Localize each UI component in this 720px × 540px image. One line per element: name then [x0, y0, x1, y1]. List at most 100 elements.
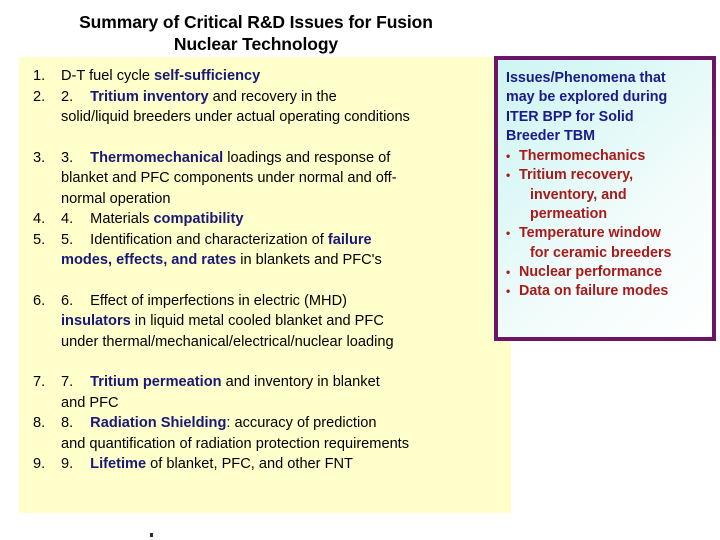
list-gap	[19, 128, 519, 148]
list-item-inner-number: 5.	[61, 231, 74, 248]
list-item: 7. 7. Tritium permeation and inventory in…	[19, 372, 519, 393]
tbm-bullet-item: • Thermomechanics	[506, 147, 706, 166]
list-item-text: 7. Tritium permeation and inventory in bl…	[61, 372, 519, 393]
tbm-bullet-item: • Temperature window for ceramic breeder…	[506, 224, 706, 263]
list-item-lead: Effect of imperfections in electric (MHD…	[90, 292, 347, 309]
list-item-tail: in liquid metal cooled blanket and PFC	[130, 313, 384, 329]
bullet-dot-icon: •	[506, 284, 511, 299]
tbm-bullet-label-line-2: inventory, and	[530, 186, 627, 203]
list-item-keyword: Tritium permeation	[90, 374, 222, 390]
list-item-text: blanket and PFC components under normal …	[61, 170, 397, 186]
list-item-continuation: solid/liquid breeders under actual opera…	[19, 107, 519, 128]
page-title-line-1: Summary of Critical R&D Issues for Fusio…	[79, 12, 433, 32]
list-item-keyword: Tritium inventory	[90, 88, 209, 105]
cut-off-text-artifact	[150, 533, 153, 537]
tbm-heading-line-2: may be explored during	[506, 89, 668, 106]
list-item: 9. 9. Lifetime of blanket, PFC, and other…	[19, 454, 519, 475]
list-item: 2. 2. Tritium inventory and recovery in t…	[19, 87, 519, 108]
list-item-text: and PFC	[61, 394, 119, 411]
list-item-keyword: insulators	[61, 313, 131, 329]
bullet-dot-icon: •	[506, 149, 511, 164]
tbm-bullet-label: Data on failure modes	[519, 283, 669, 300]
page-title: Summary of Critical R&D Issues for Fusio…	[36, 11, 476, 55]
list-item-inner-number: 7.	[61, 374, 74, 390]
list-item-tail: loadings and response of	[223, 149, 391, 166]
list-item-keyword: modes, effects, and rates	[61, 252, 237, 268]
list-item-inner-number: 4.	[61, 211, 74, 227]
list-gap	[19, 352, 519, 372]
list-item: 4. 4.Materials compatibility	[19, 209, 519, 230]
list-item-number: 9.	[33, 456, 46, 472]
list-gap	[19, 271, 519, 291]
tbm-bullet-item: • Tritium recovery, inventory, and perme…	[506, 166, 706, 224]
list-item-text: D-T fuel cycle self-sufficiency	[61, 66, 519, 87]
list-item: 8. 8. Radiation Shielding: accuracy of pr…	[19, 413, 519, 434]
list-item-inner-number: 2.	[61, 88, 74, 105]
tbm-bullet-label-line-3: permeation	[530, 206, 608, 223]
list-item-text: insulators in liquid metal cooled blanke…	[61, 311, 519, 332]
list-item: 5. 5. Identification and characterization…	[19, 230, 519, 251]
list-item-inner-number: 8.	[61, 415, 74, 431]
list-item-tail: and recovery in the	[208, 88, 337, 105]
bullet-dot-icon: •	[506, 226, 511, 241]
list-item-text: 4.Materials compatibility	[61, 209, 519, 230]
list-item-continuation: modes, effects, and rates in blankets an…	[19, 250, 519, 271]
list-item-text: 8. Radiation Shielding: accuracy of predi…	[61, 413, 519, 434]
list-item-keyword: self-sufficiency	[154, 68, 261, 84]
list-item-text: under thermal/mechanical/electrical/nucl…	[61, 333, 394, 350]
tbm-heading-line-4: Breeder TBM	[506, 127, 595, 144]
page-title-line-2: Nuclear Technology	[173, 34, 339, 54]
list-item-number: 1.	[33, 68, 46, 84]
list-item-number: 3.	[33, 149, 46, 166]
list-item-keyword: failure	[327, 231, 372, 248]
tbm-heading-line-1: Issues/Phenomena that	[506, 70, 666, 86]
tbm-bullet-item: • Nuclear performance	[506, 263, 706, 282]
tbm-bullet-label-line-1: Temperature window	[519, 225, 661, 242]
list-item-number: 5.	[33, 231, 46, 248]
list-item-keyword: Lifetime	[90, 456, 147, 472]
list-item-inner-number: 3.	[61, 149, 74, 166]
list-item-text: and quantification of radiation protecti…	[61, 435, 410, 452]
list-item: 1. D-T fuel cycle self-sufficiency	[19, 66, 519, 87]
list-item-inner-number: 9.	[61, 456, 74, 472]
list-item-keyword: Radiation Shielding	[90, 415, 227, 431]
tbm-bullet-item: • Data on failure modes	[506, 282, 706, 301]
list-item-lead: Identification and characterization of	[90, 231, 328, 248]
list-item-tail: of blanket, PFC, and other FNT	[146, 456, 353, 472]
tbm-callout-box: Issues/Phenomena that may be explored du…	[494, 56, 716, 341]
tbm-callout-heading: Issues/Phenomena that may be explored du…	[506, 69, 706, 146]
list-item-inner-number: 6.	[61, 292, 74, 309]
bullet-dot-icon: •	[506, 168, 511, 183]
tbm-heading-line-3: ITER BPP for Solid	[506, 108, 634, 125]
list-item-continuation: insulators in liquid metal cooled blanke…	[19, 311, 519, 332]
tbm-bullet-label-line-2: for ceramic breeders	[530, 244, 672, 261]
list-item-continuation: and PFC	[19, 393, 519, 414]
list-item-continuation: blanket and PFC components under normal …	[19, 168, 519, 189]
list-item-text: normal operation	[61, 190, 171, 207]
list-item-number: 7.	[33, 374, 46, 390]
list-item: 6. 6. Effect of imperfections in electric…	[19, 291, 519, 312]
tbm-bullet-label: Nuclear performance	[519, 263, 663, 280]
list-item-text: solid/liquid breeders under actual opera…	[61, 109, 410, 125]
list-item-tail: : accuracy of prediction	[226, 415, 377, 431]
list-item-continuation: normal operation	[19, 189, 519, 210]
list-item-number: 2.	[33, 88, 46, 105]
tbm-bullet-label: Thermomechanics	[519, 148, 646, 165]
critical-issues-list: 1. D-T fuel cycle self-sufficiency 2. 2.…	[19, 57, 519, 475]
list-item-text: 2. Tritium inventory and recovery in the	[61, 87, 519, 108]
list-top-spacer	[19, 57, 519, 66]
list-item-text: 9. Lifetime of blanket, PFC, and other FN…	[61, 454, 519, 475]
list-item-text: 3. Thermomechanical loadings and response…	[61, 148, 519, 169]
list-item-text: 6. Effect of imperfections in electric (M…	[61, 291, 519, 312]
list-item: 3. 3. Thermomechanical loadings and respo…	[19, 148, 519, 169]
list-item-tail: and inventory in blanket	[221, 374, 380, 390]
bullet-dot-icon: •	[506, 264, 511, 279]
issues-panel-background	[19, 57, 511, 513]
list-item-continuation: and quantification of radiation protecti…	[19, 434, 519, 455]
list-item-number: 8.	[33, 415, 46, 431]
list-item-continuation: under thermal/mechanical/electrical/nucl…	[19, 332, 519, 353]
list-item-lead: D-T fuel cycle	[61, 68, 154, 84]
list-item-lead: Materials	[90, 211, 154, 227]
tbm-bullet-label-line-1: Tritium recovery,	[519, 167, 634, 184]
list-item-keyword: Thermomechanical	[90, 149, 224, 166]
